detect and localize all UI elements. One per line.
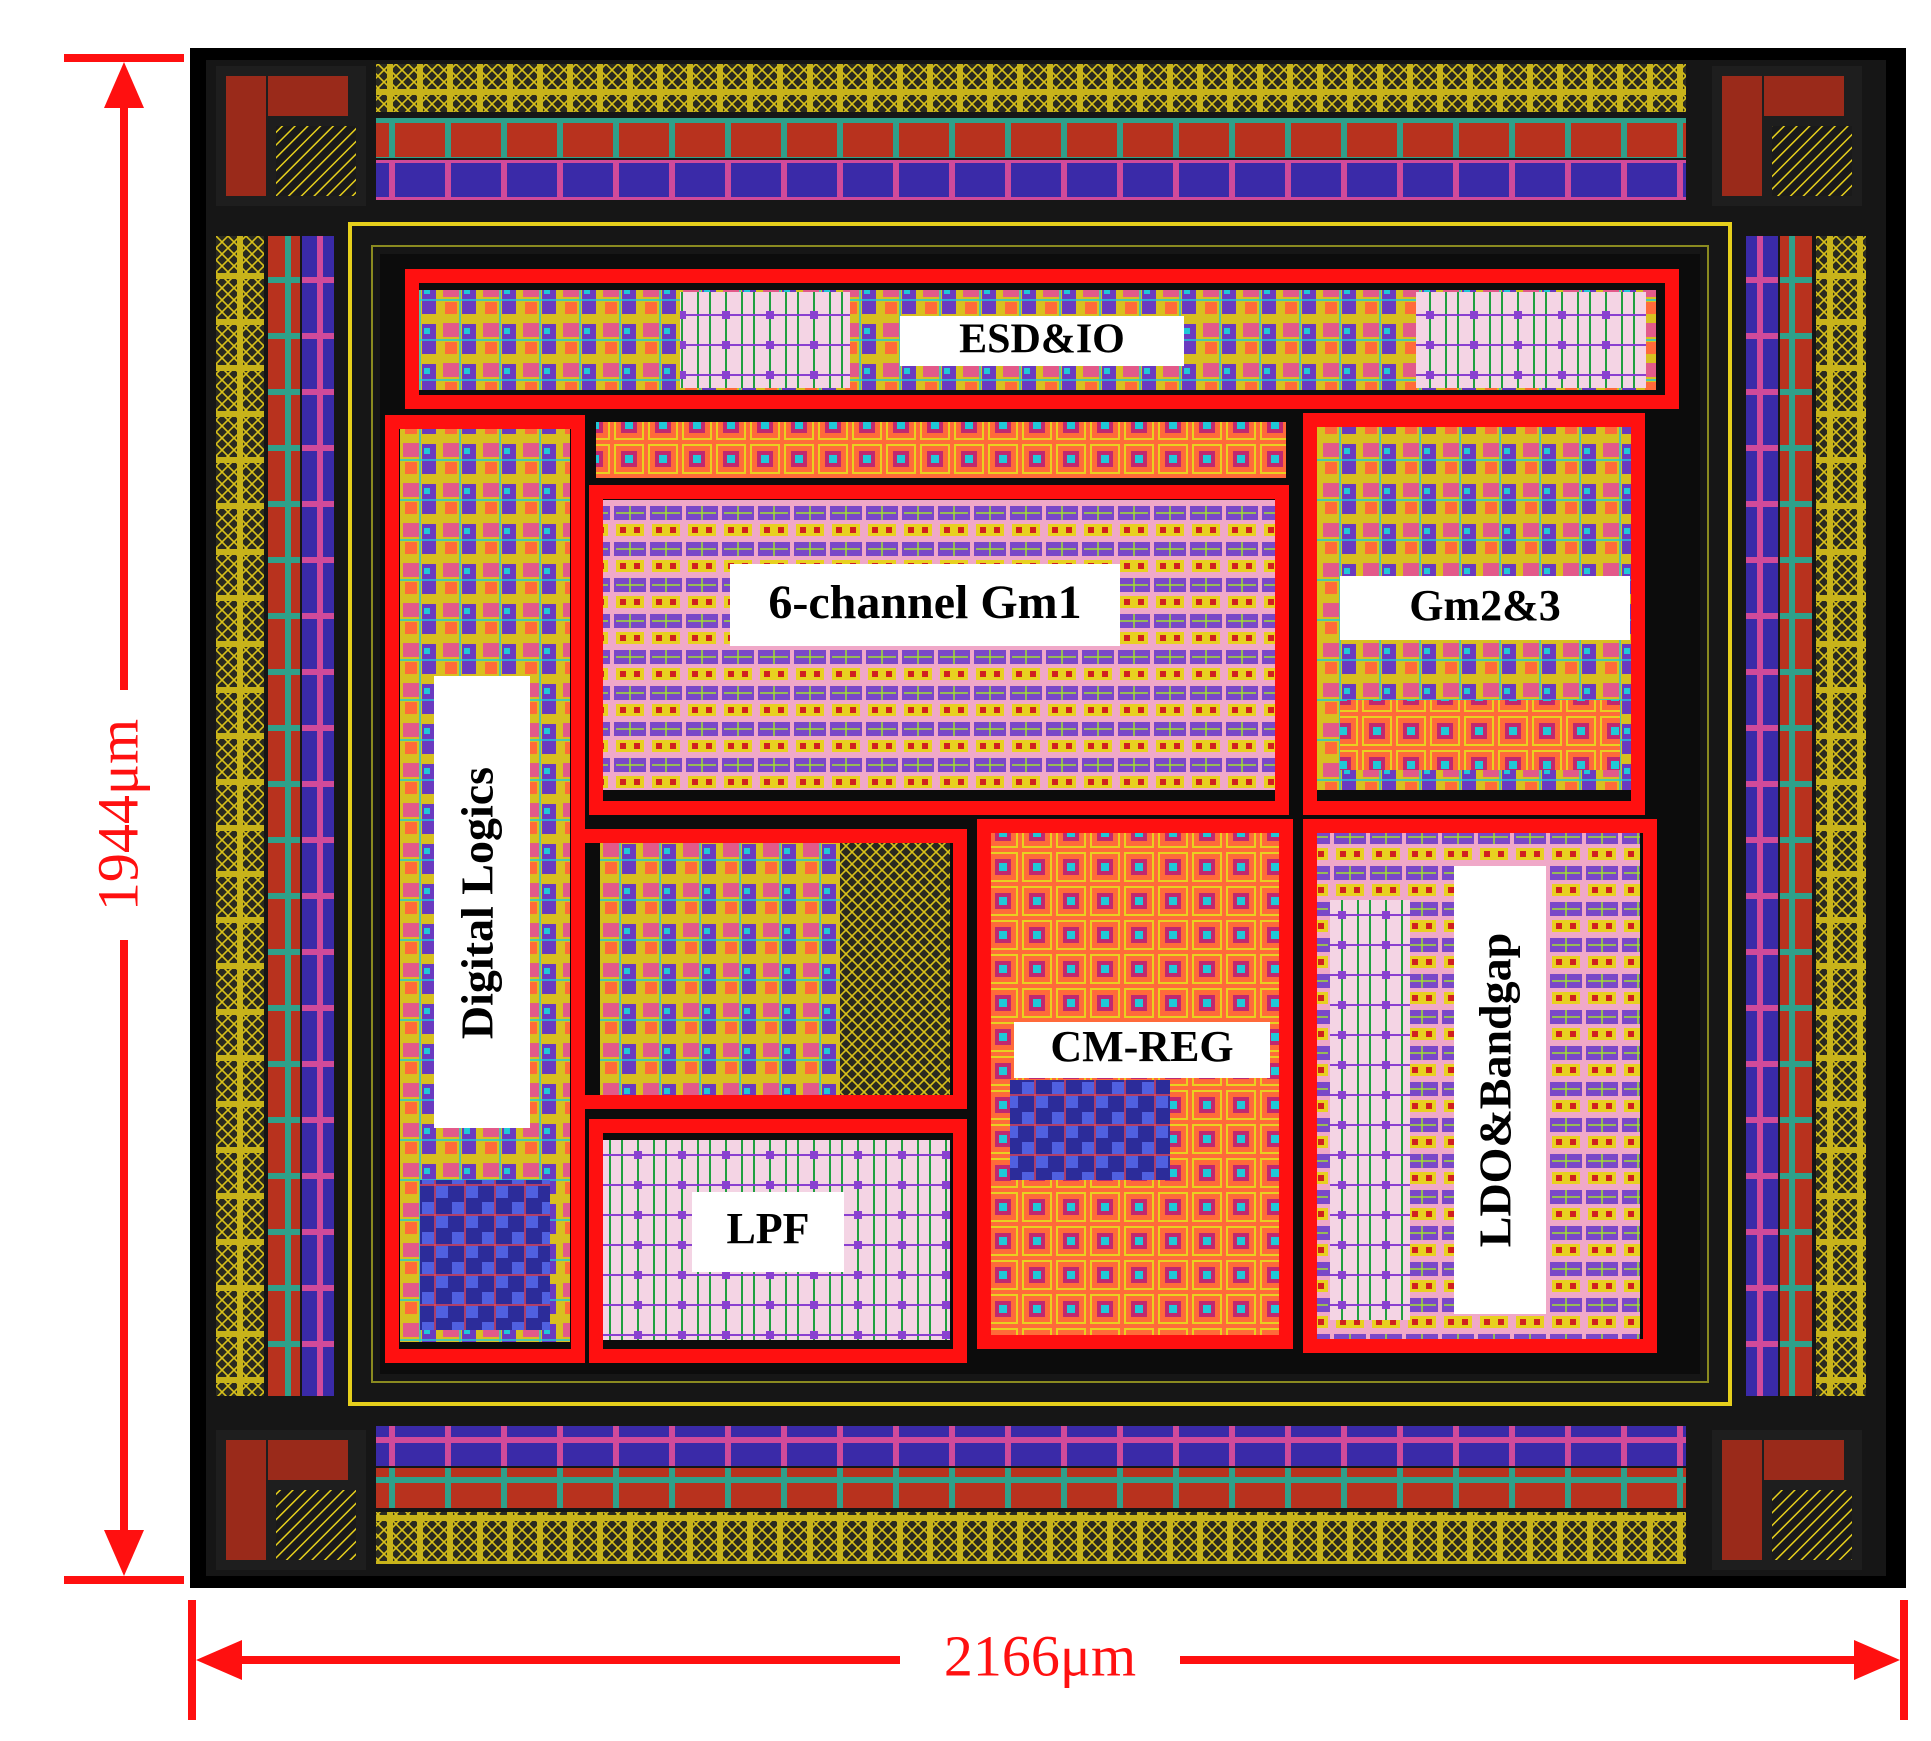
corner-pad-b-1 [268, 76, 348, 116]
gm23-lower [1340, 700, 1620, 770]
gm1-label: 6-channel Gm1 [768, 576, 1081, 629]
corner-pad-4 [1722, 1440, 1762, 1560]
width-dim-label: 2166μm [944, 1623, 1136, 1688]
digital-logics-label: Digital Logics [452, 767, 503, 1039]
gm23-outline [1303, 413, 1645, 815]
gm1-label-box [730, 564, 1120, 646]
corner-hatch-3 [276, 1490, 356, 1560]
ldo-tx-column [1330, 900, 1410, 1320]
right-pad-blue-col [1746, 236, 1778, 1396]
top-pad-blue-row [376, 160, 1686, 200]
ldo-bandgap-label: LDO&Bandgap [1470, 933, 1521, 1247]
corner-pad-1 [226, 76, 266, 196]
corner-pad-b-2 [1764, 76, 1844, 116]
left-pad-col [216, 236, 264, 1396]
lpf-label-box [692, 1192, 844, 1272]
corner-hatch-2 [1772, 126, 1852, 196]
left-pad-red-col [268, 236, 300, 1396]
lpf-upper-outline [571, 829, 967, 1109]
top-pad-row [376, 64, 1686, 112]
corner-pad-b-4 [1764, 1440, 1844, 1480]
height-dim-arrow-up [104, 62, 144, 108]
esd-io-label-box [900, 316, 1184, 366]
bottom-pad-row [376, 1512, 1686, 1564]
bottom-pad-blue-row [376, 1426, 1686, 1466]
gm23-label-box [1340, 576, 1630, 640]
cm-reg-blue-array [1010, 1080, 1170, 1180]
height-dim-label: 1944μm [85, 719, 150, 911]
esd-io-outline [405, 269, 1679, 409]
gm1-outline [589, 485, 1289, 815]
gm23-label: Gm2&3 [1409, 581, 1561, 630]
corner-hatch-4 [1772, 1490, 1852, 1560]
corner-pad-2 [1722, 76, 1762, 196]
lpf-cap-array [840, 840, 950, 1100]
inner-guard-ring-2 [371, 245, 1709, 1383]
corner-pad-b-3 [268, 1440, 348, 1480]
corner-pad-3 [226, 1440, 266, 1560]
right-pad-red-col [1780, 236, 1812, 1396]
digital-logics-label-box [434, 676, 530, 1128]
width-dim-arrow-right [1854, 1640, 1900, 1680]
right-pad-col [1816, 236, 1866, 1396]
digital-blue-array [420, 1180, 550, 1330]
height-dim-arrow-down [104, 1530, 144, 1576]
top-pad-red-row [376, 118, 1686, 158]
ldo-bandgap-label-box [1454, 866, 1546, 1314]
esd-io-label: ESD&IO [959, 317, 1125, 363]
lpf-label: LPF [726, 1204, 809, 1253]
top-bus [596, 422, 1286, 478]
cm-reg-label: CM-REG [1050, 1022, 1233, 1071]
cm-reg-label-box [1014, 1022, 1270, 1078]
cm-reg-outline [977, 819, 1293, 1349]
width-dim-arrow-left [196, 1640, 242, 1680]
esd-io-tx-array-2 [1416, 292, 1646, 388]
lpf-outline [589, 1119, 967, 1363]
ldo-bandgap-outline [1303, 819, 1657, 1353]
esd-io-tx-array [680, 292, 850, 388]
digital-logics-outline [385, 415, 585, 1363]
bottom-pad-red-row [376, 1468, 1686, 1508]
left-pad-blue-col [302, 236, 334, 1396]
inner-guard-ring [348, 222, 1732, 1406]
corner-hatch-1 [276, 126, 356, 196]
